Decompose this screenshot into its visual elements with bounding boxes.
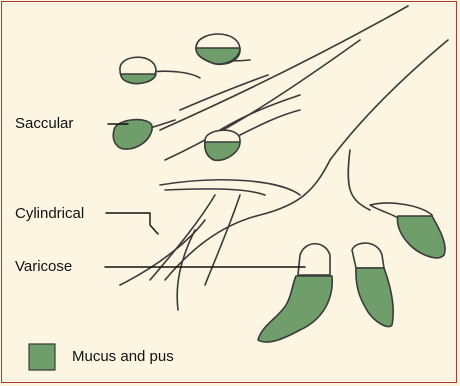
legend-swatch (29, 344, 55, 370)
varicose-label: Varicose (15, 259, 72, 274)
cylindrical-label: Cylindrical (15, 206, 84, 221)
varicose-sacs (258, 203, 445, 342)
saccular-bulbs (113, 34, 240, 160)
airway-tree (120, 6, 448, 310)
saccular-label: Saccular (15, 116, 73, 131)
legend-label: Mucus and pus (72, 349, 174, 364)
cylindrical-leader (106, 213, 158, 234)
